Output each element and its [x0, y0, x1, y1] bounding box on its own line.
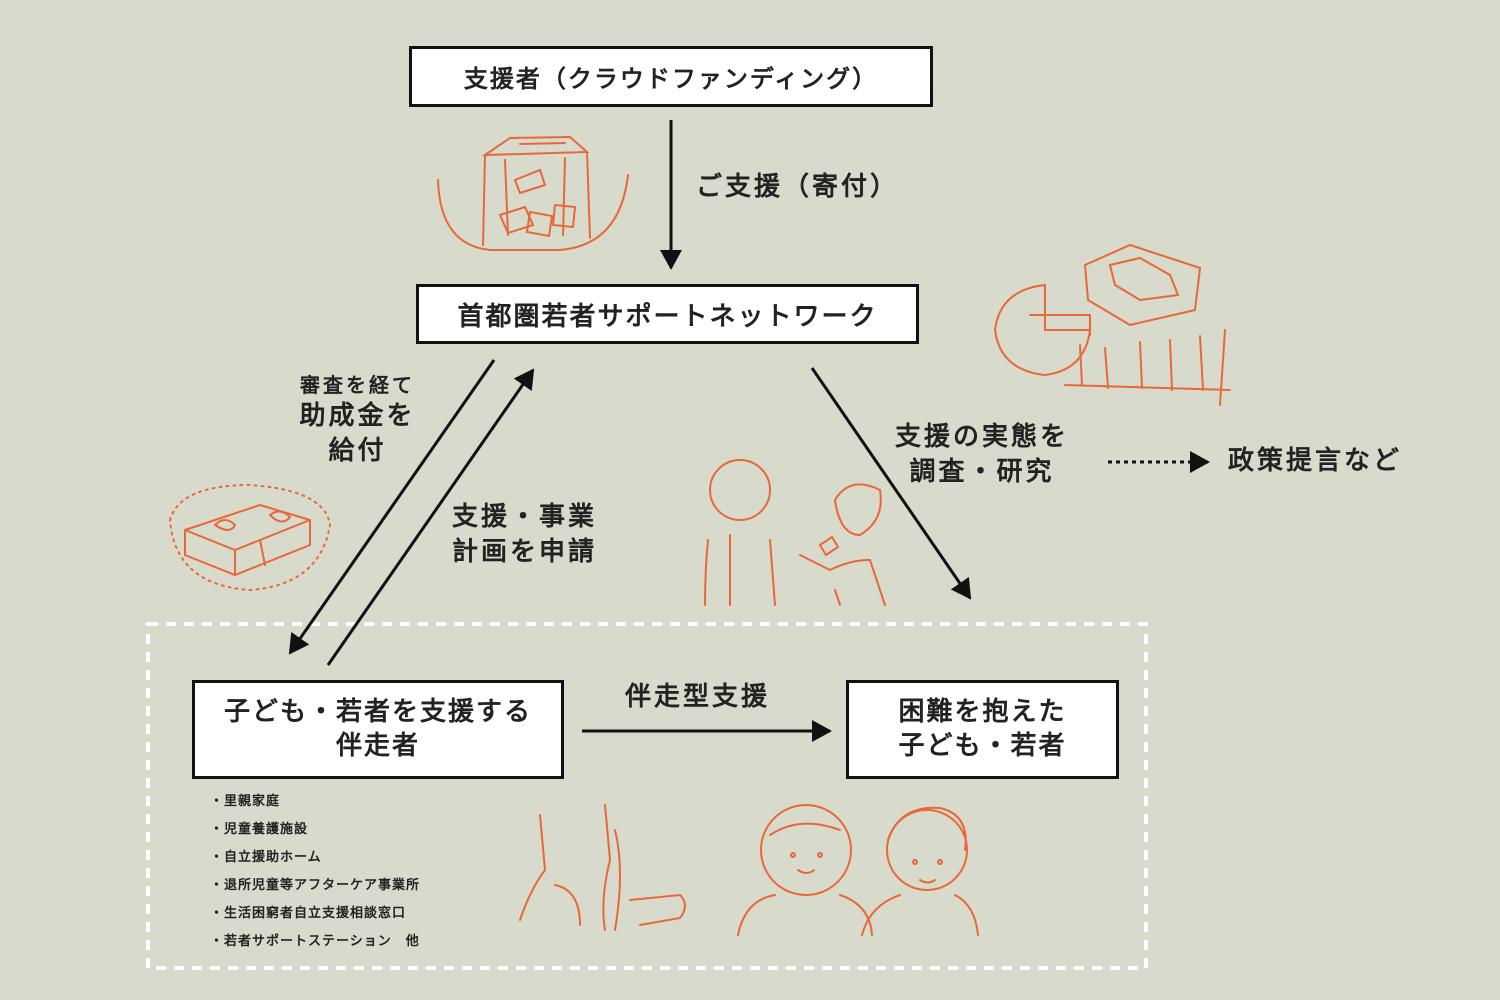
- research-text-1: 支援の実態を: [895, 422, 1070, 452]
- apply-text-1: 支援・事業: [452, 502, 598, 532]
- research-arrow: [810, 367, 972, 600]
- holding-hands-illustration: [519, 804, 686, 931]
- list-item: ・児童養護施設: [210, 822, 309, 837]
- network-node: 首都圏若者サポートネットワーク: [416, 284, 919, 344]
- apply-label: 支援・事業 計画を申請: [452, 500, 597, 570]
- list-item: ・自立援助ホーム: [210, 850, 322, 865]
- youth-label-line1: 困難を抱えた: [898, 696, 1067, 727]
- donation-label: ご支援（寄付）: [696, 170, 899, 205]
- list-item: ・生活困窮者自立支援相談窓口: [210, 906, 407, 921]
- accompany-text: 伴走型支援: [625, 682, 771, 712]
- grant-arrow: [288, 359, 496, 655]
- companion-group-frame: [146, 622, 1148, 970]
- youth-faces-illustration: [737, 804, 979, 936]
- companion-types-list: ・里親家庭 ・児童養護施設 ・自立援助ホーム ・退所児童等アフターケア事業所 ・…: [210, 792, 420, 960]
- charts-illustration: [993, 243, 1231, 406]
- companion-label-line2: 伴走者: [335, 730, 420, 761]
- supporters-node: 支援者（クラウドファンディング）: [409, 46, 933, 107]
- apply-text-2: 計画を申請: [452, 537, 598, 568]
- grant-text-3: 給付: [328, 436, 387, 467]
- grant-text-1: 審査を経て: [300, 373, 415, 397]
- money-bundle-illustration-inner: [184, 503, 311, 577]
- accompany-label: 伴走型支援: [625, 680, 770, 715]
- donation-box-illustration: [437, 135, 629, 251]
- two-people-talking-illustration: [704, 459, 886, 606]
- list-item: ・里親家庭: [210, 794, 281, 809]
- list-item: ・退所児童等アフターケア事業所: [210, 878, 421, 893]
- companion-label-line1: 子ども・若者を支援する: [223, 696, 532, 727]
- network-label: 首都圏若者サポートネットワーク: [457, 301, 878, 332]
- policy-text: 政策提言など: [1228, 446, 1403, 476]
- research-label: 支援の実態を 調査・研究: [895, 420, 1069, 490]
- policy-label: 政策提言など: [1228, 444, 1402, 479]
- supporters-label: 支援者（クラウドファンディング）: [463, 65, 879, 93]
- grant-text-2: 助成金を: [299, 401, 416, 431]
- apply-arrow: [326, 368, 535, 666]
- youth-label-line2: 子ども・若者: [898, 730, 1067, 761]
- list-item: ・若者サポートステーション 他: [210, 934, 420, 949]
- research-text-2: 調査・研究: [909, 457, 1055, 488]
- youth-node: 困難を抱えた 子ども・若者: [846, 680, 1119, 779]
- grant-label: 審査を経て 助成金を 給付: [290, 372, 425, 469]
- donation-text: ご支援（寄付）: [696, 172, 900, 202]
- companion-node: 子ども・若者を支援する 伴走者: [192, 680, 564, 779]
- money-bundle-illustration: [168, 483, 332, 592]
